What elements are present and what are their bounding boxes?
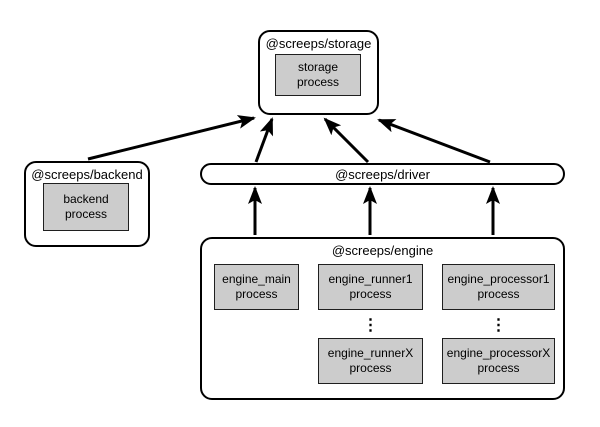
node-driver: @screeps/driver xyxy=(200,163,565,185)
storage-label: @screeps/storage xyxy=(265,36,372,51)
node-backend: @screeps/backend backend process xyxy=(24,161,150,247)
processor-ellipsis: ⋮ xyxy=(490,316,507,334)
engine-main-process-box: engine_main process xyxy=(214,264,299,310)
runner-ellipsis: ⋮ xyxy=(362,316,379,334)
node-storage: @screeps/storage storage process xyxy=(258,30,379,115)
engine-processor1-process-box: engine_processor1 process xyxy=(442,264,555,310)
engine-runnerX-process-box: engine_runnerX process xyxy=(318,338,423,384)
engine-runner1-process-box: engine_runner1 process xyxy=(318,264,423,310)
engine-label: @screeps/engine xyxy=(331,243,434,258)
backend-label: @screeps/backend xyxy=(31,167,143,182)
arrow-backend-to-storage xyxy=(87,115,256,161)
arrow-driver-to-storage-1 xyxy=(254,117,274,163)
driver-label: @screeps/driver xyxy=(335,166,430,182)
engine-processorX-process-box: engine_processorX process xyxy=(442,338,555,384)
arrow-driver-to-storage-2 xyxy=(323,117,370,164)
backend-process-box: backend process xyxy=(43,183,129,231)
arrow-driver-to-storage-3 xyxy=(377,118,491,164)
node-engine: @screeps/engine engine_main process engi… xyxy=(200,237,565,400)
storage-process-box: storage process xyxy=(275,54,361,96)
